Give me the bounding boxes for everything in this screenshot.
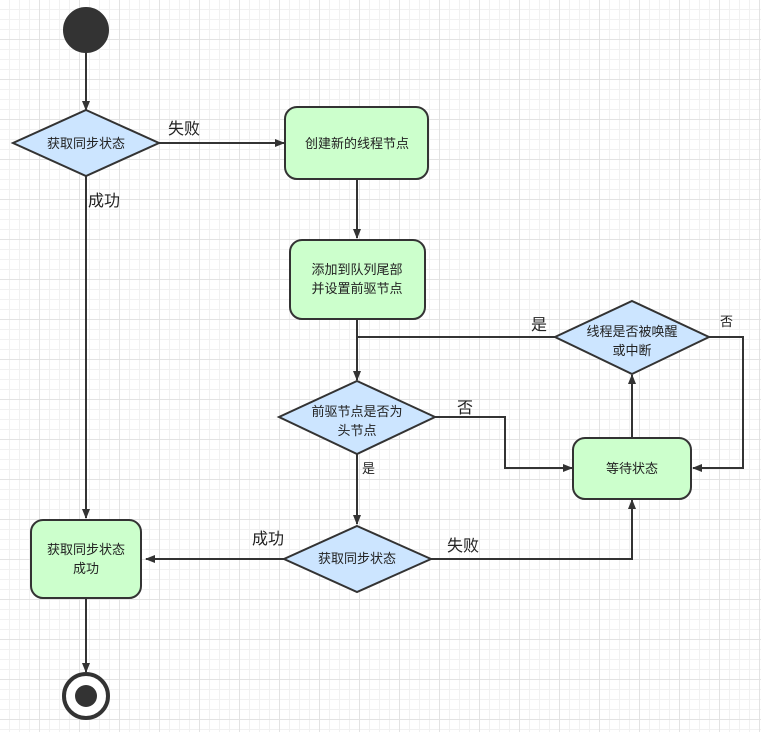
action-create-node-label: 创建新的线程节点 bbox=[305, 136, 409, 152]
edge-label-acquire1-success: 成功 bbox=[88, 191, 120, 210]
edge-label-pred-no: 否 bbox=[457, 398, 473, 417]
decision-woken-label-1: 线程是否被唤醒 bbox=[586, 325, 677, 340]
decision-pred-is-head[interactable]: 前驱节点是否为 头节点 bbox=[276, 379, 438, 456]
decision-acquire-2-label: 获取同步状态 bbox=[318, 552, 396, 567]
action-wait-state-label: 等待状态 bbox=[606, 461, 658, 477]
edge-label-wake-no: 否 bbox=[720, 315, 733, 330]
action-acquire-success-label-2: 成功 bbox=[73, 562, 99, 577]
edge-label-wake-yes: 是 bbox=[531, 315, 547, 334]
action-add-to-queue-label-2: 并设置前驱节点 bbox=[311, 281, 402, 297]
decision-acquire-1[interactable]: 获取同步状态 bbox=[10, 108, 162, 178]
action-acquire-success[interactable]: 获取同步状态 成功 bbox=[30, 519, 142, 599]
action-add-to-queue-label-1: 添加到队列尾部 bbox=[311, 263, 402, 278]
edge-label-acquire2-fail: 失败 bbox=[447, 536, 479, 555]
decision-woken-or-interrupted[interactable]: 线程是否被唤醒 或中断 bbox=[552, 299, 712, 376]
action-create-node[interactable]: 创建新的线程节点 bbox=[284, 106, 429, 180]
start-node bbox=[63, 7, 109, 53]
edge-label-acquire2-success: 成功 bbox=[252, 529, 284, 548]
decision-pred-is-head-label-1: 前驱节点是否为 bbox=[311, 404, 402, 420]
edge-acquire2-fail-to-wait bbox=[431, 499, 636, 560]
action-acquire-success-label-1: 获取同步状态 bbox=[47, 543, 125, 558]
edge-pred-no-to-wait bbox=[435, 416, 573, 472]
edge-label-acquire1-fail: 失败 bbox=[168, 119, 200, 138]
decision-woken-label-2: 或中断 bbox=[612, 344, 651, 359]
action-wait-state[interactable]: 等待状态 bbox=[572, 437, 692, 500]
edge-label-pred-yes: 是 bbox=[362, 462, 375, 477]
end-node bbox=[62, 672, 110, 720]
decision-pred-is-head-label-2: 头节点 bbox=[337, 424, 376, 439]
action-add-to-queue[interactable]: 添加到队列尾部 并设置前驱节点 bbox=[289, 239, 426, 320]
edge-wake-no-to-wait bbox=[692, 336, 744, 472]
decision-acquire-2[interactable]: 获取同步状态 bbox=[281, 524, 434, 594]
decision-acquire-1-label: 获取同步状态 bbox=[47, 137, 125, 152]
